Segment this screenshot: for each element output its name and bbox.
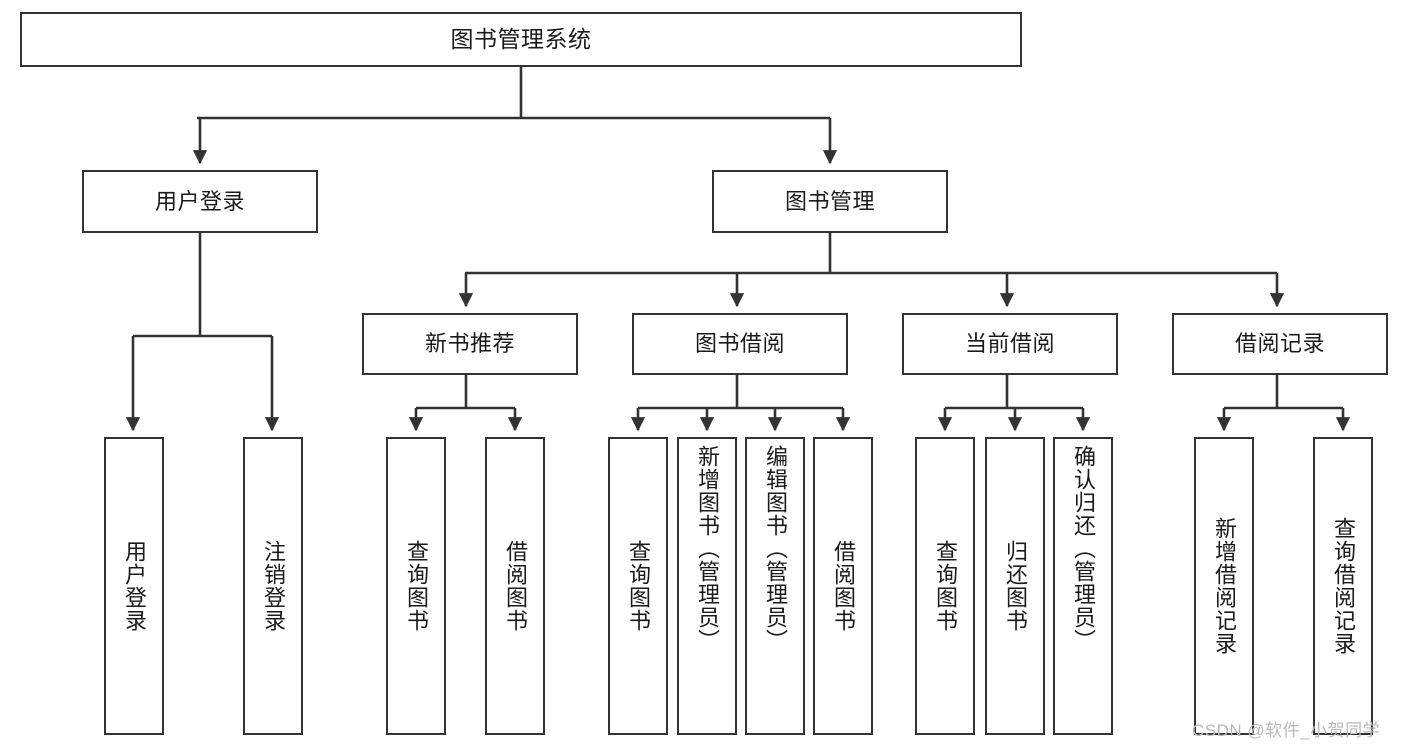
node-current-borrow[interactable]: 当前借阅 — [902, 313, 1118, 375]
node-leaf-cur-return-book[interactable]: 归还图书 — [985, 437, 1045, 735]
node-root[interactable]: 图书管理系统 — [20, 12, 1022, 67]
node-leaf-rec-add-record-label: 新增借阅记录 — [1211, 517, 1237, 655]
node-leaf-rec-borrow-book-label: 借阅图书 — [502, 540, 528, 632]
node-leaf-rec-query-record-label: 查询借阅记录 — [1330, 517, 1356, 655]
node-leaf-borrow-add-book[interactable]: 新增图书（管理员） — [677, 437, 737, 735]
node-leaf-cur-confirm-return[interactable]: 确认归还（管理员） — [1053, 437, 1113, 735]
node-leaf-borrow-borrow-book-label: 借阅图书 — [830, 540, 856, 632]
node-leaf-borrow-borrow-book[interactable]: 借阅图书 — [813, 437, 873, 735]
node-leaf-borrow-edit-book-label: 编辑图书（管理员） — [762, 445, 788, 652]
node-borrow-record-label: 借阅记录 — [1234, 331, 1325, 357]
node-leaf-borrow-edit-book[interactable]: 编辑图书（管理员） — [745, 437, 805, 735]
node-book-manage[interactable]: 图书管理 — [712, 170, 948, 233]
node-leaf-rec-add-record[interactable]: 新增借阅记录 — [1194, 437, 1254, 735]
node-leaf-borrow-add-book-label: 新增图书（管理员） — [694, 445, 720, 652]
node-root-label: 图书管理系统 — [450, 26, 592, 53]
node-leaf-user-logout[interactable]: 注销登录 — [243, 437, 303, 735]
node-leaf-cur-return-book-label: 归还图书 — [1002, 540, 1028, 632]
node-leaf-rec-borrow-book[interactable]: 借阅图书 — [485, 437, 545, 735]
node-borrow-record[interactable]: 借阅记录 — [1172, 313, 1388, 375]
node-user-login[interactable]: 用户登录 — [82, 170, 318, 233]
node-leaf-cur-query-book[interactable]: 查询图书 — [915, 437, 975, 735]
node-user-login-label: 用户登录 — [154, 188, 245, 214]
csdn-watermark: CSDN @软件_小贺同学 — [1192, 721, 1381, 740]
node-new-book-rec[interactable]: 新书推荐 — [362, 313, 578, 375]
node-new-book-rec-label: 新书推荐 — [424, 331, 515, 357]
node-leaf-borrow-query-book[interactable]: 查询图书 — [608, 437, 668, 735]
node-leaf-user-logout-label: 注销登录 — [260, 540, 286, 632]
node-current-borrow-label: 当前借阅 — [964, 331, 1055, 357]
node-book-borrow-label: 图书借阅 — [694, 331, 785, 357]
node-leaf-rec-query-record[interactable]: 查询借阅记录 — [1313, 437, 1373, 735]
node-book-borrow[interactable]: 图书借阅 — [632, 313, 848, 375]
node-leaf-rec-query-book[interactable]: 查询图书 — [386, 437, 446, 735]
node-leaf-cur-query-book-label: 查询图书 — [932, 540, 958, 632]
node-leaf-user-login-label: 用户登录 — [121, 540, 147, 632]
node-leaf-rec-query-book-label: 查询图书 — [403, 540, 429, 632]
node-leaf-user-login[interactable]: 用户登录 — [104, 437, 164, 735]
node-leaf-borrow-query-book-label: 查询图书 — [625, 540, 651, 632]
node-book-manage-label: 图书管理 — [784, 188, 875, 214]
node-leaf-cur-confirm-return-label: 确认归还（管理员） — [1070, 445, 1096, 652]
